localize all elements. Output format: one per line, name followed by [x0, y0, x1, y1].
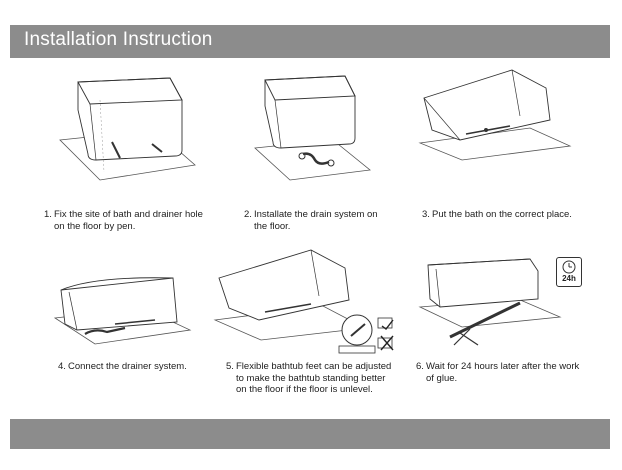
page-title: Installation Instruction	[24, 29, 213, 50]
step-3-illustration	[418, 69, 572, 161]
step-1-caption: 1.Fix the site of bath and drainer hole …	[44, 209, 203, 232]
footer-bar	[10, 419, 610, 449]
timer-label: 24h	[562, 274, 576, 283]
timer-badge: 24h	[556, 257, 582, 287]
step-4-caption: 4.Connect the drainer system.	[58, 361, 187, 372]
step-5-caption: 5.Flexible bathtub feet can be adjusted …	[226, 361, 392, 395]
step-5-illustration	[213, 249, 394, 354]
clock-icon	[562, 260, 576, 274]
step-2-illustration	[254, 75, 371, 181]
step-3-caption: 3.Put the bath on the correct place.	[422, 209, 572, 220]
step-6-illustration	[418, 258, 562, 346]
header-bar: Installation Instruction	[10, 25, 610, 58]
step-4-illustration	[53, 277, 192, 345]
step-6-caption: 6.Wait for 24 hours later after the work…	[416, 361, 580, 384]
step-2-caption: 2.Installate the drain system on the flo…	[244, 209, 378, 232]
step-1-illustration	[59, 77, 196, 181]
